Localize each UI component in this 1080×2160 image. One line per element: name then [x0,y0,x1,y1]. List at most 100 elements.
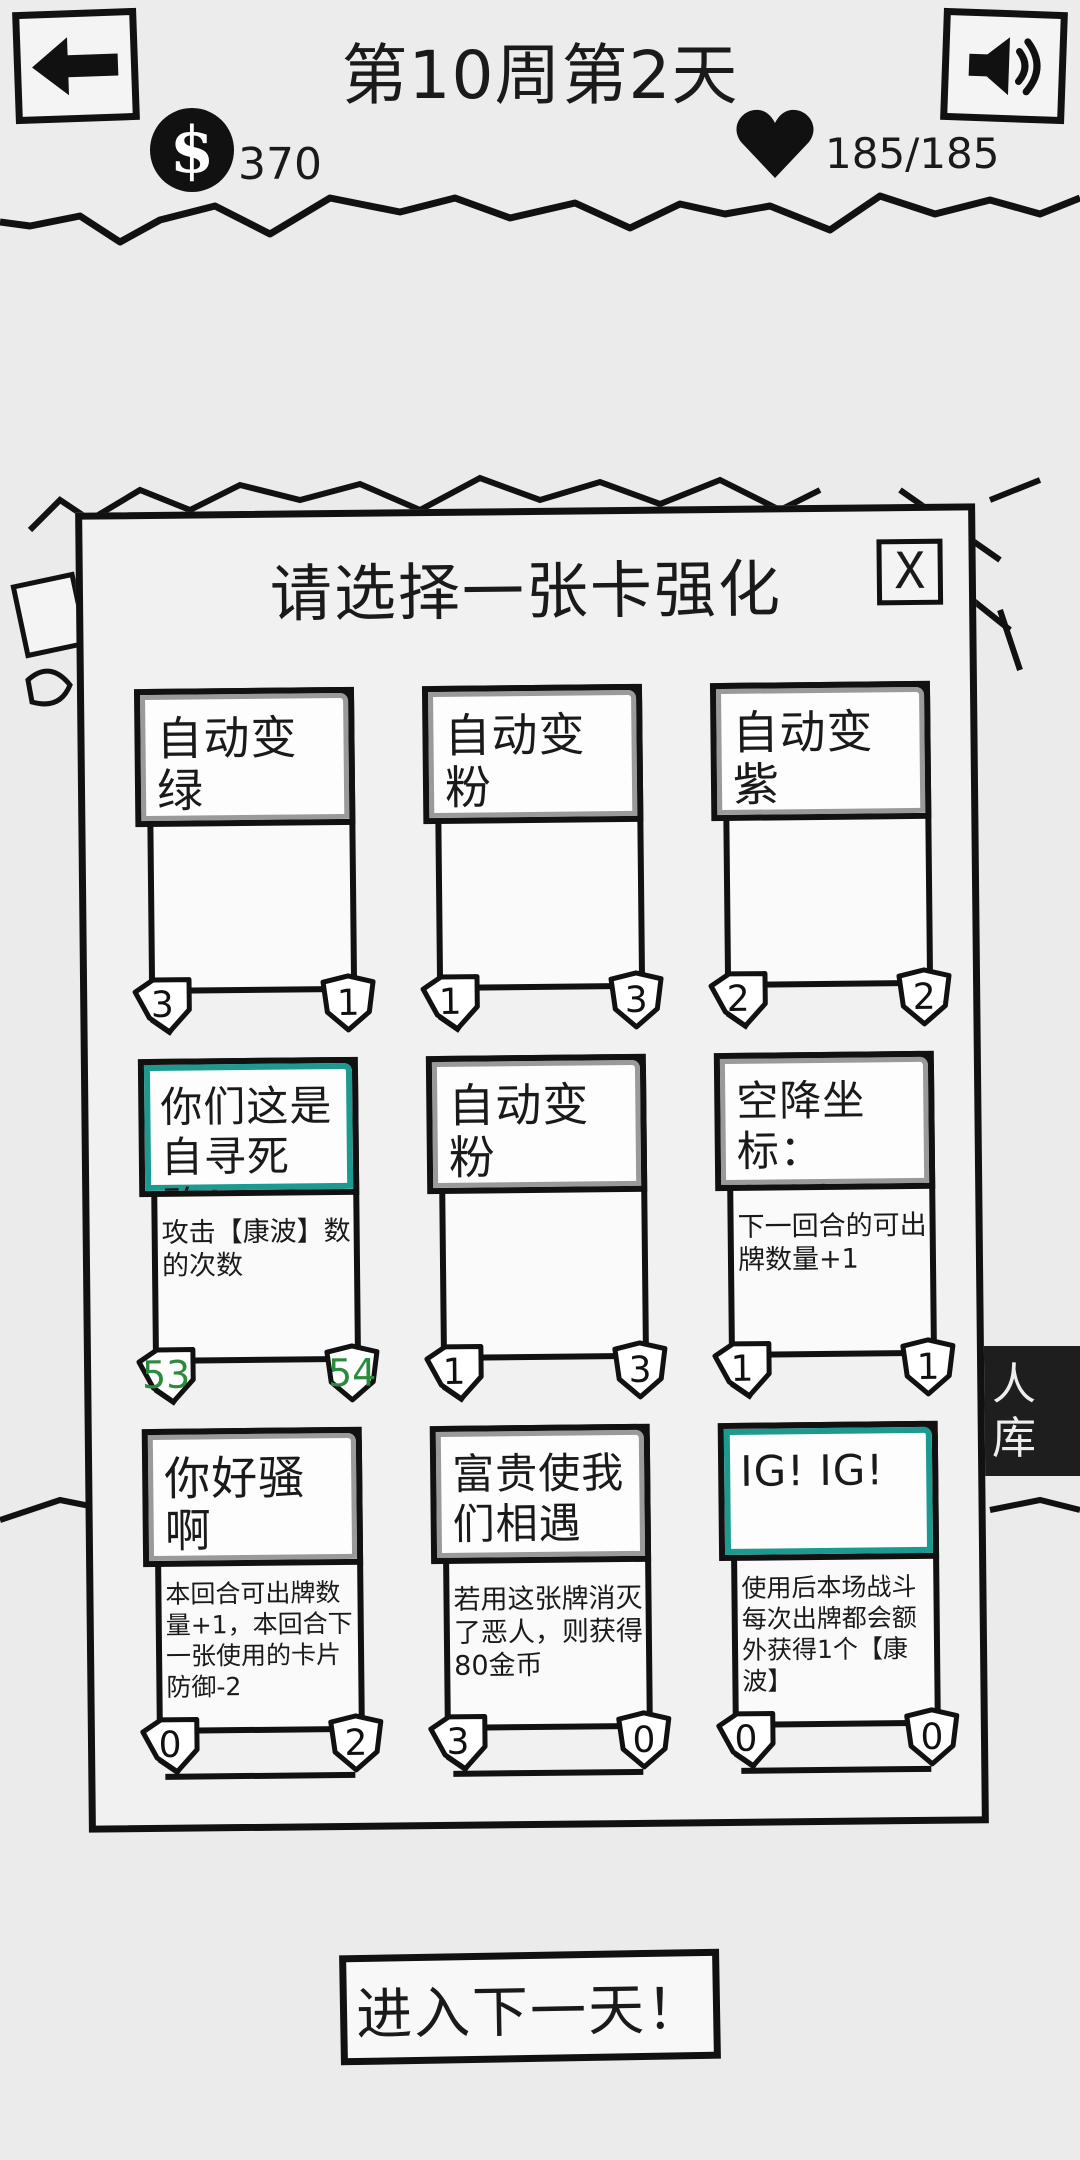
card-cost-stat: 3 [131,974,194,1037]
money-counter: $ 370 [150,108,322,192]
upgrade-card[interactable]: 富贵使我们相遇若用这张牌消灭了恶人，则获得80金币 3 0 [427,1423,672,1777]
card-stack-line [741,1765,932,1774]
card-library-tab[interactable]: 人 库 [984,1346,1080,1476]
sword-icon [712,1341,772,1400]
card-cost-stat: 1 [423,1341,486,1404]
card-name: 自动变粉 [425,1053,648,1195]
card-cost-stat: 1 [419,971,482,1034]
card-name: 自动变粉 [421,683,644,825]
dialog-title: 请选择一张卡强化 [269,552,783,631]
card-cost-value: 2 [726,978,750,1020]
shield-icon [324,1343,380,1403]
back-button[interactable] [12,7,140,125]
upgrade-card-dialog: 请选择一张卡强化 X 自动变绿 3 1 自动变粉 1 3 自动变紫 2 2 你们这是自寻死路！ 攻击… [75,503,989,1833]
next-day-button[interactable]: 进入下一天！ [339,1948,721,2066]
money-value: 370 [238,139,322,190]
sound-button[interactable] [940,7,1068,125]
upgrade-card[interactable]: 你们这是自寻死路！ 攻击【康波】数的次数 53 54 [135,1056,380,1409]
card-defense-value: 0 [632,1719,656,1761]
card-defense-value: 54 [327,1350,377,1396]
card-cost-value: 0 [734,1718,758,1760]
upgrade-card[interactable]: 自动变粉 1 3 [423,1053,668,1406]
sword-icon [716,1711,776,1770]
card-cost-value: 0 [158,1724,182,1766]
back-arrow-icon [32,37,119,96]
card-description: 若用这张牌消灭了恶人，则获得80金币 [453,1582,644,1682]
card-defense-value: 0 [920,1716,944,1758]
shield-icon [320,973,376,1033]
card-description: 本回合可出牌数量+1，本回合下一张使用的卡片防御-2 [165,1578,353,1702]
health-value: 185/185 [825,129,1000,178]
card-name: 你好骚啊 [141,1426,364,1568]
header-torn-edge [0,0,1080,246]
card-defense-value: 1 [916,1346,940,1388]
heart-icon [736,109,814,178]
card-name: IG! IG! [717,1420,940,1562]
shield-icon [616,1710,672,1770]
card-defense-value: 2 [344,1722,368,1764]
card-stack-line [165,1771,356,1780]
shield-icon [612,1340,668,1400]
card-description: 使用后本场战斗每次出牌都会额外获得1个【康波】 [741,1571,917,1696]
card-cost-stat: 53 [135,1344,198,1407]
coin-icon: $ [150,108,234,192]
card-cost-stat: 0 [139,1713,202,1776]
background-doodles [0,474,1080,1523]
card-name: 自动变绿 [133,686,356,828]
card-defense-value: 3 [628,1349,652,1391]
shield-icon [900,1337,956,1397]
card-stack-line [453,1768,644,1777]
card-defense-stat: 0 [613,1709,676,1772]
card-grid: 自动变绿 3 1 自动变粉 1 3 自动变紫 2 2 你们这是自寻死路！ 攻击【康波】数的次数 53 5… [82,510,968,1780]
card-cost-stat: 2 [707,968,770,1031]
shield-icon [328,1713,384,1773]
card-defense-value: 1 [336,982,360,1024]
card-name: 你们这是自寻死路！ [137,1056,360,1198]
card-cost-value: 1 [438,981,462,1023]
shield-icon [904,1707,960,1767]
upgrade-card[interactable]: 空降坐标：2:06 下一回合的可出牌数量+1 1 1 [711,1050,956,1403]
card-cost-stat: 0 [715,1707,778,1770]
card-name: 空降坐标：2:06 [713,1050,936,1192]
card-name: 自动变紫 [709,680,932,822]
sword-icon [132,977,192,1036]
card-cost-stat: 3 [427,1710,490,1773]
card-defense-stat: 3 [605,969,668,1032]
card-defense-value: 3 [624,979,648,1021]
card-defense-value: 2 [912,976,936,1018]
card-cost-value: 1 [442,1351,466,1393]
upgrade-card[interactable]: 自动变紫 2 2 [707,680,952,1033]
sword-icon [708,971,768,1030]
card-description: 下一回合的可出牌数量+1 [737,1209,927,1276]
card-defense-stat: 0 [901,1706,964,1769]
sword-icon [140,1717,200,1776]
upgrade-card[interactable]: 自动变粉 1 3 [419,683,664,1036]
sword-icon [424,1344,484,1403]
shield-icon [896,967,952,1027]
card-defense-stat: 2 [325,1712,388,1775]
card-defense-stat: 1 [317,972,380,1035]
shield-icon [608,970,664,1030]
card-cost-value: 53 [141,1352,191,1398]
day-title: 第10周第2天 [341,37,739,114]
card-defense-stat: 2 [893,966,956,1029]
upgrade-card[interactable]: 你好骚啊本回合可出牌数量+1，本回合下一张使用的卡片防御-2 0 2 [139,1426,384,1780]
upgrade-card[interactable]: 自动变绿 3 1 [131,686,376,1039]
card-defense-stat: 54 [321,1342,384,1405]
card-name: 富贵使我们相遇 [429,1423,652,1565]
sword-icon [136,1347,196,1406]
health-counter: 185/185 [735,108,999,180]
speaker-icon [968,37,1041,96]
card-defense-stat: 1 [897,1336,960,1399]
card-cost-value: 3 [446,1721,470,1763]
card-defense-stat: 3 [609,1339,672,1402]
card-description: 攻击【康波】数的次数 [161,1215,351,1282]
sword-icon [428,1714,488,1773]
card-cost-value: 3 [150,984,174,1026]
card-cost-value: 1 [730,1348,754,1390]
sword-icon [420,974,480,1033]
close-button[interactable]: X [876,538,944,606]
card-cost-stat: 1 [711,1337,774,1400]
